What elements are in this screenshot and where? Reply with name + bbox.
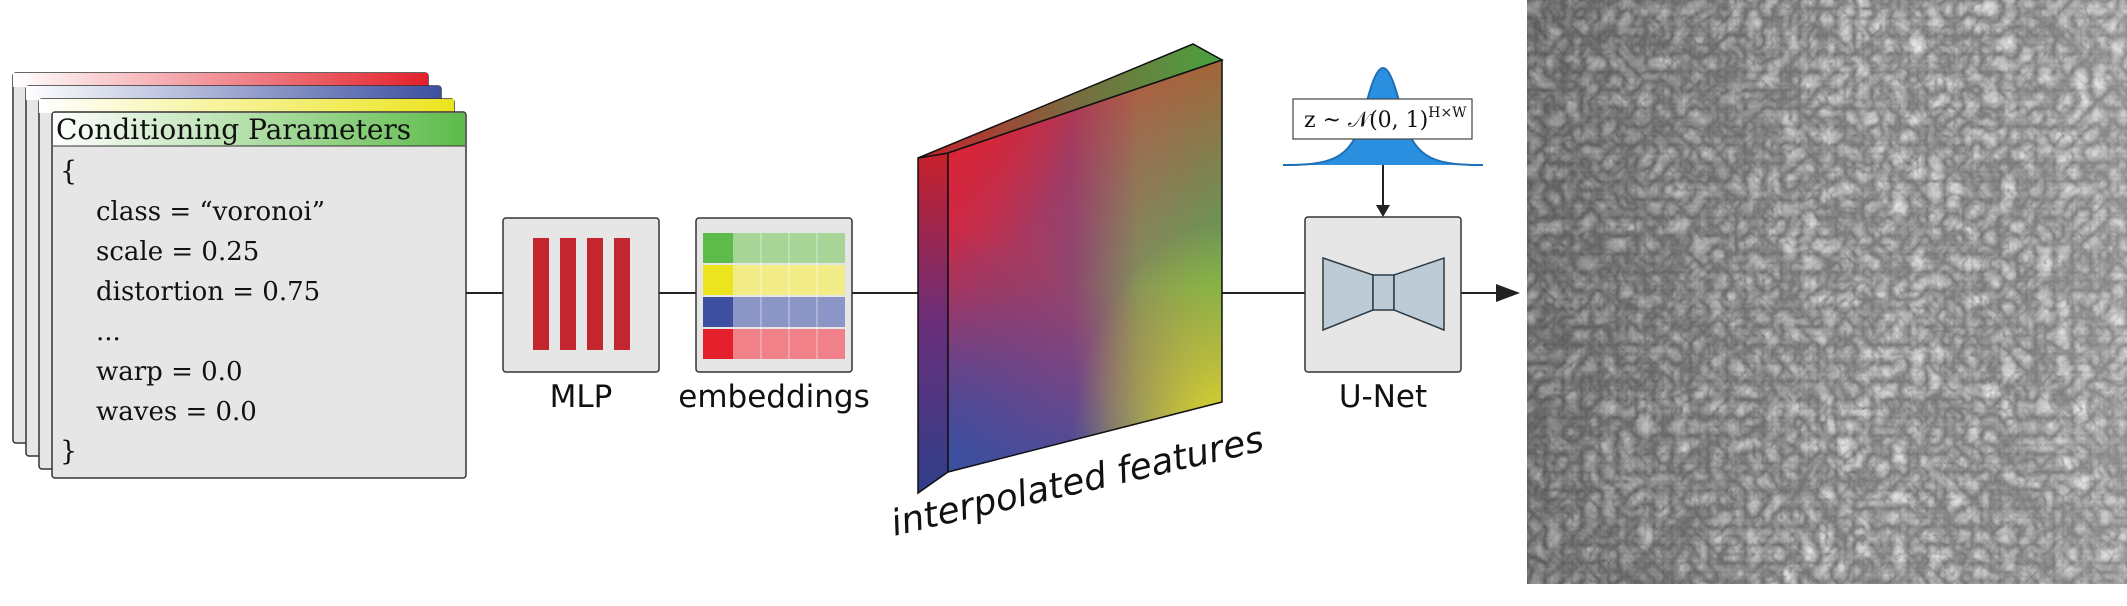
output-texture-image: [1527, 0, 2127, 584]
slab-front-face: [947, 58, 1223, 473]
param-line-class: class = “voronoi”: [96, 197, 325, 227]
unet-label: U-Net: [1339, 379, 1427, 415]
connector-lines: [466, 163, 1500, 294]
embedding-row-red: [703, 329, 845, 359]
unet-block: [1304, 216, 1462, 373]
slab-side: [917, 152, 949, 495]
parameter-card-title: Conditioning Parameters: [56, 113, 411, 146]
mlp-layer-bar: [533, 238, 549, 350]
parameter-card-stack: Conditioning Parameters { class = “voron…: [12, 72, 467, 479]
svg-text:z ~ 𝒩(0, 1)H×W: z ~ 𝒩(0, 1)H×W: [1304, 105, 1467, 133]
embeddings-label: embeddings: [678, 379, 869, 415]
output-arrow-icon: [1496, 284, 1520, 302]
param-line-distortion: distortion = 0.75: [96, 277, 320, 307]
noise-label-box: z ~ 𝒩(0, 1)H×W: [1292, 98, 1473, 140]
embedding-row-blue: [703, 297, 845, 327]
param-line-ellipsis: ...: [96, 317, 121, 347]
mlp-label: MLP: [550, 379, 613, 415]
noise-label: z ~ 𝒩(0, 1): [1304, 108, 1428, 133]
close-brace: }: [60, 436, 77, 467]
embedding-row-green: [703, 233, 845, 263]
embeddings-block: [695, 217, 853, 373]
mlp-block: [502, 217, 660, 373]
parameter-card-green: [51, 111, 467, 479]
down-arrow-icon: [1376, 205, 1390, 217]
interpolated-features-slab: [917, 43, 1224, 495]
open-brace: {: [60, 156, 77, 187]
param-line-warp: warp = 0.0: [96, 357, 243, 387]
embedding-row-yellow: [703, 265, 845, 295]
mlp-layer-bar: [587, 238, 603, 350]
unet-bottleneck-icon: [1372, 274, 1395, 311]
param-line-scale: scale = 0.25: [96, 237, 259, 267]
param-line-waves: waves = 0.0: [96, 397, 257, 427]
noise-superscript: H×W: [1428, 105, 1467, 121]
mlp-layer-bar: [560, 238, 576, 350]
unet-decoder-icon: [1393, 256, 1445, 332]
mlp-layer-bar: [614, 238, 630, 350]
